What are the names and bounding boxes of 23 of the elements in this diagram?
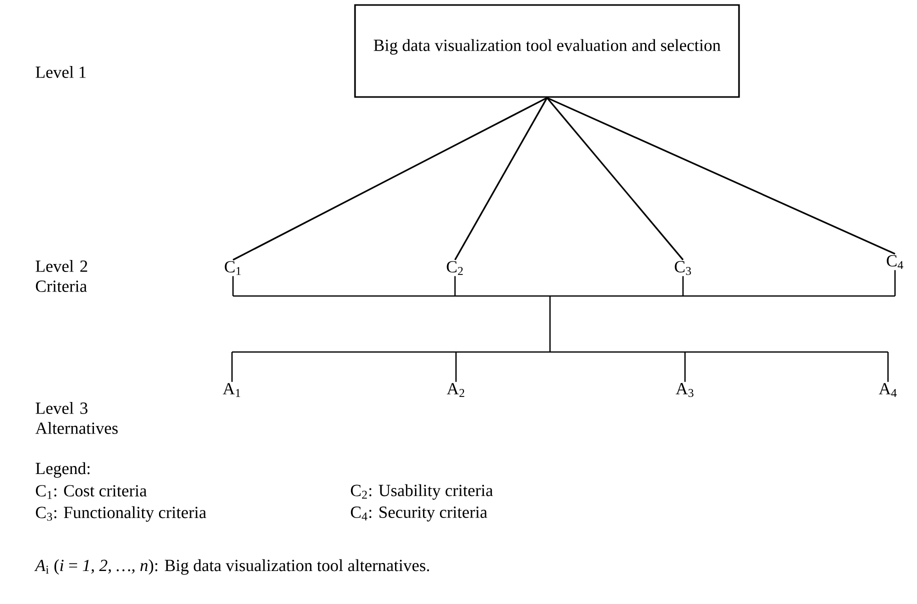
criterion-label: C$_{3}$ bbox=[674, 261, 691, 275]
criterion-label: C$_{2}$ bbox=[446, 261, 463, 275]
legend-entry: C$_{4}$: Security criteria bbox=[350, 506, 488, 522]
title-box: Big data visualization tool evaluation and selection bbox=[354, 4, 740, 98]
alternative-label: A$_{1}$ bbox=[222, 383, 240, 397]
criterion-label: C$_{1}$ bbox=[224, 261, 241, 275]
level-label: Level 2 Criteria bbox=[36, 260, 88, 292]
alternative-label: A$_{3}$ bbox=[676, 383, 694, 397]
note: A$_{i}$ (i = 1, 2, …, n): Big data visualization tool alternatives. bbox=[34, 559, 430, 575]
bracket-connector bbox=[231, 269, 896, 383]
alternative-label: A$_{2}$ bbox=[446, 383, 464, 397]
level-label: Level 3 Alternatives bbox=[35, 402, 118, 434]
alternative-label: A$_{4}$ bbox=[878, 383, 897, 397]
connector-line bbox=[454, 97, 548, 260]
legend-entry: C$_{3}$: Functionality criteria bbox=[36, 506, 206, 522]
legend-entry: C$_{2}$: Usability criteria bbox=[350, 484, 493, 500]
level-label: Level 1 bbox=[36, 66, 86, 78]
criterion-label: C$_{4}$ bbox=[886, 255, 904, 269]
connector-line bbox=[546, 97, 684, 260]
connector-line bbox=[232, 97, 548, 261]
connector-line bbox=[546, 97, 896, 255]
legend-heading: Legend: bbox=[36, 462, 90, 478]
legend-entry: C$_{1}$: Cost criteria bbox=[36, 485, 147, 499]
